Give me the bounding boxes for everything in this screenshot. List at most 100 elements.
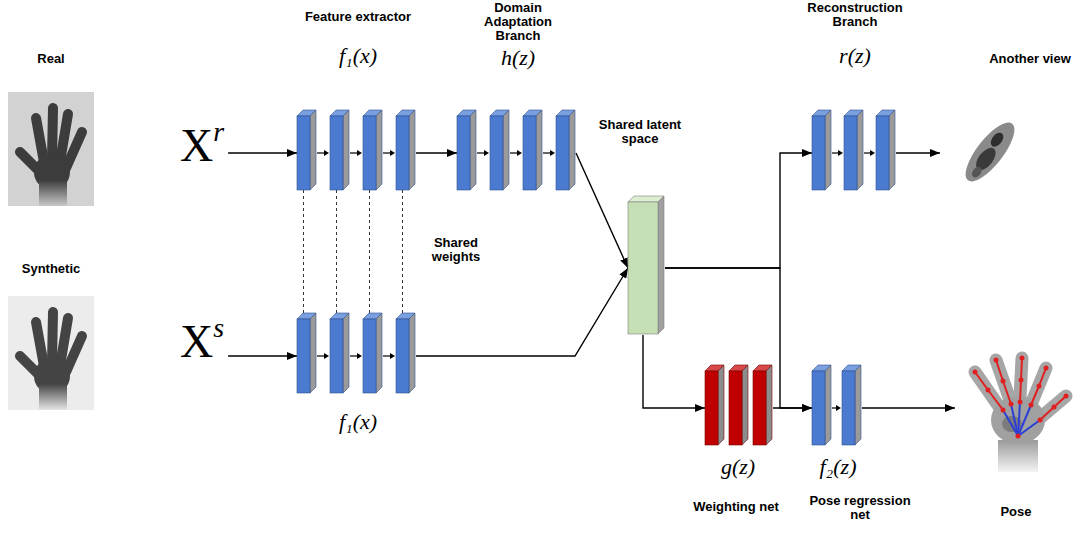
layer-front (297, 116, 310, 190)
layer-arrow (832, 152, 839, 153)
layer-side (825, 365, 831, 445)
text-holder: f₂(z) (793, 455, 883, 479)
block-label: Pose regression net (798, 494, 922, 522)
text-holder: Domain Adaptation Branch (472, 1, 564, 43)
image-panel: Real (8, 92, 94, 206)
block-label: Synthetic (1, 262, 101, 276)
text-holder: Another view (980, 52, 1080, 66)
layer-front (396, 116, 409, 190)
layer-stack (812, 110, 895, 190)
layer-side (343, 313, 349, 393)
layer-front (523, 116, 536, 190)
layer-side (718, 365, 724, 445)
input-variable: X (180, 316, 213, 367)
data-flow-arrow (896, 152, 940, 153)
layer-side (503, 110, 509, 190)
text-holder: Weighting net (676, 500, 796, 514)
layer-stack (457, 110, 575, 190)
data-flow-arrow (416, 268, 628, 356)
function-label: f₁(x) (313, 410, 403, 434)
layer-front (842, 371, 855, 445)
layer-front (363, 116, 376, 190)
layer-side (889, 110, 895, 190)
layer-front (812, 371, 825, 445)
data-flow-arrow (862, 407, 955, 408)
layer-arrowhead (484, 150, 489, 156)
block-label: Pose (976, 505, 1056, 519)
layer-arrow (317, 152, 325, 153)
layer-arrow (350, 152, 358, 153)
domain-superscript: r (213, 116, 224, 147)
layer-front (628, 202, 658, 334)
layer-front (297, 319, 310, 393)
domain-superscript: s (213, 312, 224, 343)
layer-front (812, 116, 825, 190)
layer-stack (628, 196, 664, 334)
layer-arrowhead (324, 353, 329, 359)
layer-front (330, 116, 343, 190)
pose-image (973, 356, 1069, 473)
input-symbol: Xs (180, 314, 224, 367)
data-flow-arrow (228, 355, 297, 356)
layer-side (569, 110, 575, 190)
layer-front (844, 116, 857, 190)
network-block: f₁(x) (297, 313, 415, 393)
data-flow-arrow (773, 407, 812, 408)
text-holder: f₁(x) (313, 410, 403, 434)
layer-arrowhead (357, 353, 362, 359)
layer-stack (297, 110, 415, 190)
block-label: Weighting net (676, 500, 796, 514)
layer-stack (812, 365, 861, 445)
layer-arrow (350, 355, 358, 356)
layer-side (825, 110, 831, 190)
layer-arrowhead (550, 150, 555, 156)
block-label: Feature extractor (283, 10, 433, 24)
function-label: h(z) (473, 46, 563, 70)
block-label: Shared latent space (590, 118, 690, 146)
layer-front (330, 319, 343, 393)
network-block: Domain Adaptation Branchh(z) (457, 110, 575, 190)
note-label: Shared weights (416, 236, 496, 264)
data-flow-arrow (228, 152, 297, 153)
layer-front (490, 116, 503, 190)
data-flow-arrow (643, 335, 705, 408)
network-block: Reconstruction Branchr(z) (812, 110, 895, 190)
block-label: Real (6, 52, 96, 66)
block-label: Another view (980, 52, 1080, 66)
text-holder: Real (6, 52, 96, 66)
layer-front (876, 116, 889, 190)
layer-arrow (543, 152, 551, 153)
layer-front (705, 371, 718, 445)
data-flow-arrow (576, 153, 628, 268)
network-block: f₂(z)Pose regression net (812, 365, 861, 445)
layer-arrow (864, 152, 871, 153)
text-holder: Pose regression net (798, 494, 922, 522)
real-hand-image (8, 92, 94, 206)
input-variable: X (180, 120, 213, 171)
layer-stack (705, 365, 772, 445)
function-label: r(z) (810, 44, 900, 68)
layer-front (753, 371, 766, 445)
image-panel: Pose (955, 355, 1077, 475)
data-flow-arrow (416, 152, 457, 153)
image-panel: Synthetic (8, 296, 94, 410)
text-holder: Pose (976, 505, 1056, 519)
layer-side (857, 110, 863, 190)
layer-stack (297, 313, 415, 393)
layer-side (376, 110, 382, 190)
layer-front (556, 116, 569, 190)
layer-arrow (317, 355, 325, 356)
layer-arrow (477, 152, 485, 153)
network-block: Shared latent space (628, 196, 664, 334)
layer-front (457, 116, 470, 190)
layer-side (658, 196, 664, 334)
function-label: g(z) (693, 455, 783, 479)
layer-arrowhead (838, 150, 843, 156)
network-block: Feature extractorf₁(x) (297, 110, 415, 190)
function-label: f₂(z) (793, 455, 883, 479)
layer-arrow (510, 152, 518, 153)
layer-side (376, 313, 382, 393)
layer-side (409, 313, 415, 393)
